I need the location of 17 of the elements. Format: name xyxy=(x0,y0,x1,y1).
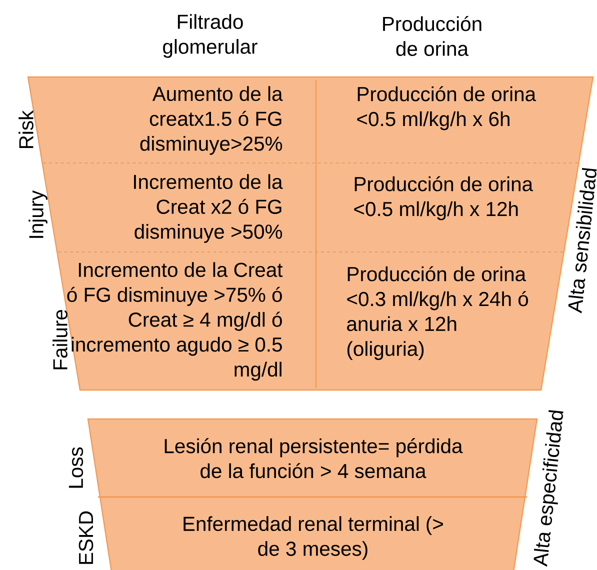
stage-label: Loss xyxy=(68,447,84,488)
criteria-cell: Incremento de la Creat ó FG disminuye >75% ó Creat ≥ 4 mg/dl ó incremento agudo ≥ 0.5 mg/dl xyxy=(67,262,283,381)
side-label: Alta especificidad xyxy=(534,410,564,567)
criteria-cell: Incremento de la Creat x2 ó FG disminuye >50% xyxy=(134,174,283,243)
criteria-cell: Enfermedad renal terminal (> de 3 meses) xyxy=(184,516,443,560)
criteria-cell: Producción de orina <0.5 ml/kg/h x 6h xyxy=(357,86,536,130)
stage-label: Failure xyxy=(52,310,68,370)
criteria-cell: Producción de orina <0.5 ml/kg/h x 12h xyxy=(354,176,534,220)
criteria-cell: Lesión renal persistente= pérdida de la función > 4 semana xyxy=(164,438,463,478)
column-header: Producción de orina xyxy=(383,16,482,56)
criteria-cell: Producción de orina <0.3 ml/kg/h x 24h ó anuria x 12h (oliguria) xyxy=(347,266,528,360)
stage-label: Injury xyxy=(28,190,48,238)
column-header: Filtrado glomerular xyxy=(163,14,258,58)
criteria-cell: Aumento de la creatx1.5 ó FG disminuye>25% xyxy=(140,86,283,155)
stage-label: Risk xyxy=(18,110,34,148)
stage-label: ESKD xyxy=(78,511,94,564)
side-label: Alta sensibilidad xyxy=(568,168,597,314)
